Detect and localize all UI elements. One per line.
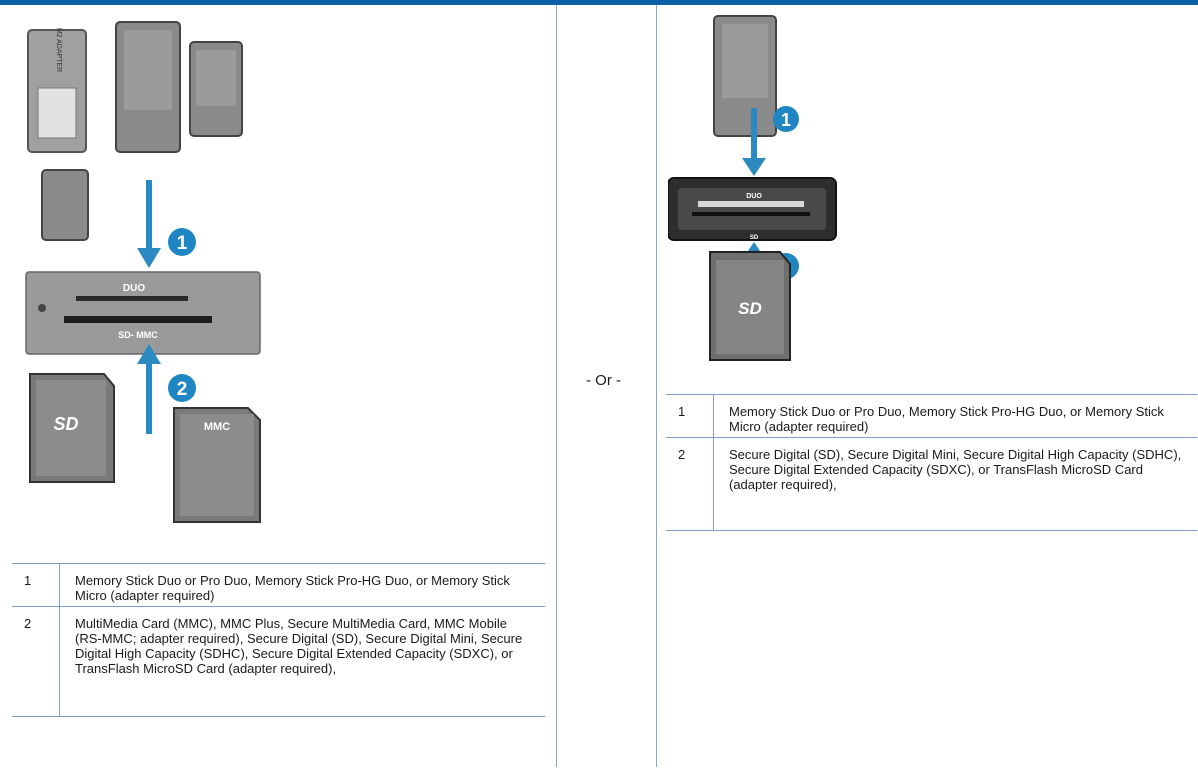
memory-stick-micro <box>41 169 89 241</box>
right-card-table: 1 Memory Stick Duo or Pro Duo, Memory St… <box>666 394 1197 531</box>
right-card-slot-illustration: 1 DUO SD 2 SD <box>668 15 837 361</box>
insert-arrow-1 <box>742 108 766 176</box>
column-divider-right <box>656 5 657 767</box>
insert-arrow-1 <box>137 180 161 268</box>
row-number: 2 <box>24 616 32 631</box>
table-row: 1 Memory Stick Duo or Pro Duo, Memory St… <box>666 395 1197 438</box>
row-number: 1 <box>678 404 686 419</box>
callout-2: 2 <box>168 374 196 402</box>
callout-1: 1 <box>773 106 799 132</box>
table-row: 2 Secure Digital (SD), Secure Digital Mi… <box>666 438 1197 531</box>
duo-slot-label: DUO <box>746 193 762 200</box>
memory-stick-adapter: M2 ADAPTER <box>27 28 87 153</box>
row-description: MultiMedia Card (MMC), MMC Plus, Secure … <box>75 616 523 676</box>
mmc-card: MMC <box>173 407 261 523</box>
or-separator: - Or - <box>586 372 621 389</box>
adapter-label: M2 ADAPTER <box>55 28 62 72</box>
row-description: Memory Stick Duo or Pro Duo, Memory Stic… <box>729 404 1164 434</box>
sd-logo: SD <box>53 414 78 434</box>
svg-text:1: 1 <box>781 110 791 130</box>
sd-mmc-slot-label: SD- MMC <box>118 330 158 340</box>
duo-slot-label: DUO <box>123 283 145 294</box>
mmc-label: MMC <box>204 421 230 433</box>
memory-stick-duo <box>115 21 181 153</box>
memory-stick-pro-duo <box>189 41 243 137</box>
row-number: 1 <box>24 573 32 588</box>
table-row: 2 MultiMedia Card (MMC), MMC Plus, Secur… <box>12 607 545 717</box>
svg-text:2: 2 <box>177 379 188 400</box>
table-row: 1 Memory Stick Duo or Pro Duo, Memory St… <box>12 564 545 607</box>
row-number: 2 <box>678 447 686 462</box>
sd-slot-label: SD <box>750 235 759 241</box>
left-card-table: 1 Memory Stick Duo or Pro Duo, Memory St… <box>12 563 545 717</box>
sd-logo: SD <box>738 299 762 318</box>
top-rule <box>0 0 1198 5</box>
card-reader-slot: DUO SD- MMC <box>25 271 261 355</box>
row-description: Secure Digital (SD), Secure Digital Mini… <box>729 447 1182 492</box>
row-description: Memory Stick Duo or Pro Duo, Memory Stic… <box>75 573 510 603</box>
card-reader-slot: DUO SD <box>668 177 837 241</box>
column-divider-left <box>556 5 557 767</box>
callout-1: 1 <box>168 228 196 256</box>
svg-text:1: 1 <box>177 233 188 254</box>
sd-card: SD <box>709 251 791 361</box>
memory-stick-duo <box>713 15 777 137</box>
left-card-slot-illustration: M2 ADAPTER 1 DUO SD- MMC 2 <box>25 21 261 523</box>
sd-card: SD <box>29 373 115 483</box>
insert-arrow-2 <box>137 344 161 434</box>
